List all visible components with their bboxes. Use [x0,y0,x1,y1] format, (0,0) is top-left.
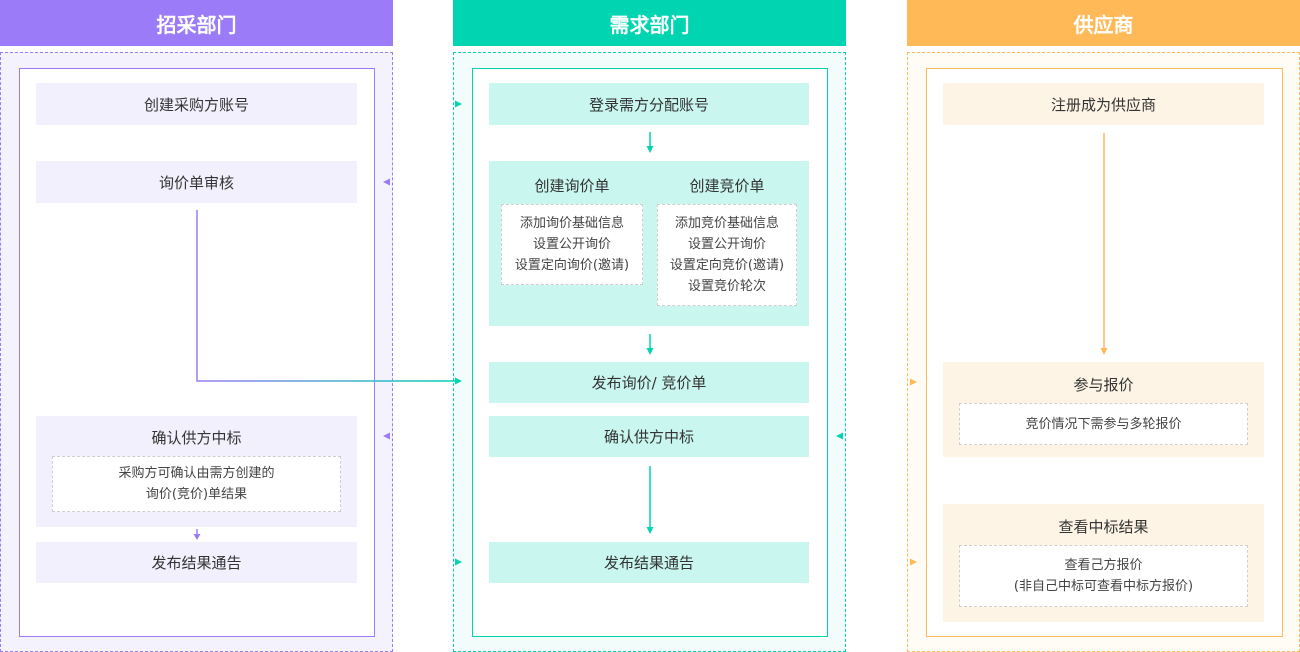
procurement-confirm-note: 采购方可确认由需方创建的 询价(竞价)单结果 [52,456,341,512]
create-orders-box: 创建询价单 添加询价基础信息 设置公开询价 设置定向询价(邀请) 创建竞价单 添… [489,161,809,326]
arrow-notice-to-result [837,558,917,566]
procurement-publish-notice-label: 发布结果通告 [151,554,242,572]
bidding-item-2: 设置公开询价 [687,237,766,252]
lane-header-procurement: 招采部门 [0,0,393,46]
create-inquiry-title: 创建询价单 [534,177,610,195]
bidding-item-4: 设置竞价轮次 [687,279,766,294]
create-procurement-account-box: 创建采购方账号 [36,83,357,125]
register-supplier-label: 注册成为供应商 [1050,95,1156,114]
arrow-quote-to-confirm [836,432,916,440]
bidding-item-1: 添加竞价基础信息 [674,216,779,231]
arrow-create-to-publish [646,334,654,355]
inquiry-review-label: 询价单审核 [158,173,234,192]
view-result-note: 查看己方报价 (非自己中标可查看中标方报价) [959,545,1248,607]
inquiry-review-box: 询价单审核 [36,161,357,203]
arrow-demand-to-review [383,178,461,186]
login-account-box: 登录需方分配账号 [489,83,809,125]
create-bidding-title: 创建竞价单 [689,177,765,195]
procurement-confirm-winner-box: 确认供方中标 采购方可确认由需方创建的 询价(竞价)单结果 [36,416,357,527]
arrow-publish-to-quote [837,378,917,386]
lane-header-supplier: 供应商 [907,0,1300,46]
quote-box: 参与报价 竞价情况下需参与多轮报价 [943,362,1264,457]
arrow-proc-notice-to-demand [384,558,462,566]
inquiry-item-3: 设置定向询价(邀请) [514,258,630,273]
quote-note: 竞价情况下需参与多轮报价 [959,403,1248,445]
register-supplier-box: 注册成为供应商 [943,83,1264,125]
publish-order-label: 发布询价/ 竞价单 [591,374,707,392]
view-result-note-line2: (非自己中标可查看中标方报价) [1013,579,1194,594]
inquiry-item-2: 设置公开询价 [532,237,611,252]
procurement-publish-notice-box: 发布结果通告 [36,542,357,583]
demand-confirm-winner-label: 确认供方中标 [603,428,694,446]
bidding-item-3: 设置定向竞价(邀请) [669,258,785,273]
inquiry-item-1: 添加询价基础信息 [519,216,624,231]
arrow-register-to-quote [1100,133,1108,355]
lane-header-demand: 需求部门 [453,0,846,46]
demand-publish-notice-box: 发布结果通告 [489,542,809,583]
create-inquiry-note: 添加询价基础信息 设置公开询价 设置定向询价(邀请) [501,204,643,285]
login-account-label: 登录需方分配账号 [588,95,709,114]
arrow-proc-confirm-to-publish [193,529,201,540]
procurement-confirm-note-line1: 采购方可确认由需方创建的 [118,466,275,481]
quote-note-text: 竞价情况下需参与多轮报价 [1025,416,1182,432]
arrow-confirm-to-procurement [383,432,461,440]
create-bidding-note: 添加竞价基础信息 设置公开询价 设置定向竞价(邀请) 设置竞价轮次 [657,204,797,306]
arrow-account-to-login [384,100,462,108]
arrow-review-to-publish [196,210,462,385]
view-result-box: 查看中标结果 查看己方报价 (非自己中标可查看中标方报价) [943,504,1264,622]
view-result-title: 查看中标结果 [1058,518,1149,536]
view-result-note-line1: 查看己方报价 [1064,558,1143,573]
procurement-confirm-winner-title: 确认供方中标 [151,429,242,447]
arrow-login-to-create [646,132,654,153]
arrow-confirm-to-notice [646,466,654,534]
create-procurement-account-label: 创建采购方账号 [143,95,249,114]
demand-publish-notice-label: 发布结果通告 [603,554,694,572]
quote-title: 参与报价 [1073,376,1134,394]
procurement-confirm-note-line2: 询价(竞价)单结果 [145,487,248,502]
publish-order-box: 发布询价/ 竞价单 [489,362,809,403]
demand-confirm-winner-box: 确认供方中标 [489,416,809,457]
